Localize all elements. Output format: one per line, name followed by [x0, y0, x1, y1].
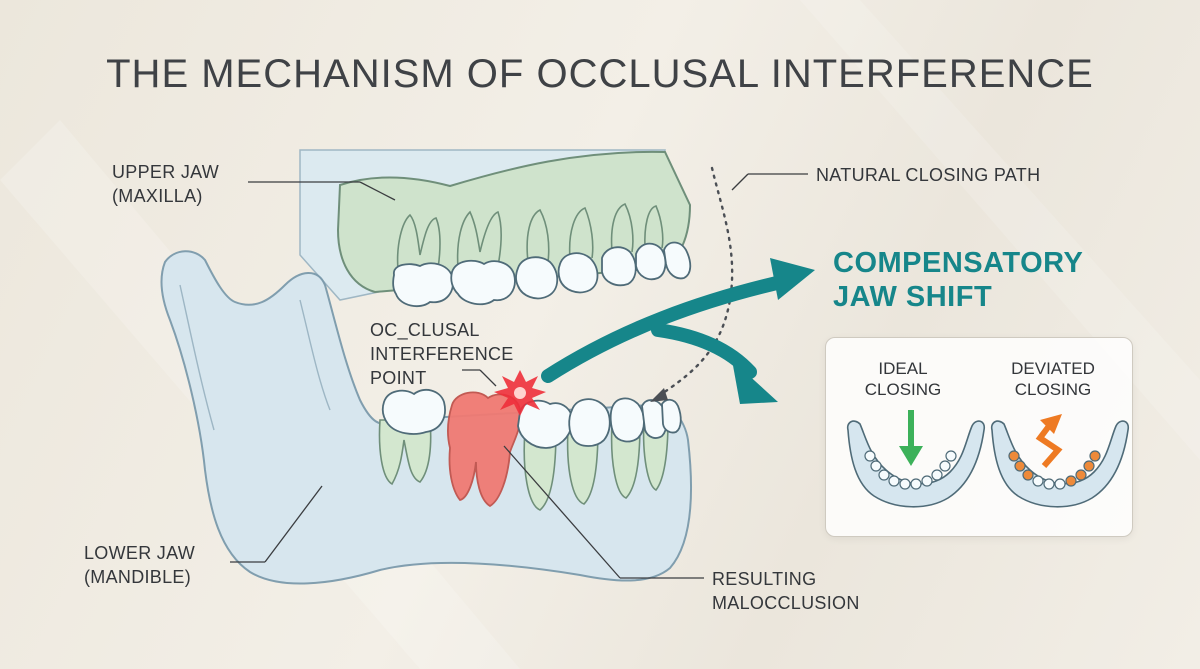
- deviated-zigzag-arrow: [1035, 420, 1063, 468]
- compensatory-arrow-lower: [651, 323, 757, 379]
- deviated-label-line: DEVIATED: [1011, 359, 1095, 378]
- lower-jaw-label-line: (MANDIBLE): [84, 567, 192, 587]
- ideal-label-line: CLOSING: [864, 380, 942, 399]
- ideal-closing-label: IDEAL CLOSING: [838, 358, 968, 400]
- upper-jaw-label: UPPER JAW (MAXILLA): [112, 160, 219, 208]
- compensatory-label-line: COMPENSATORY: [833, 247, 1084, 279]
- lower-tooth-crowns: [381, 388, 682, 449]
- lower-jaw-label-line: LOWER JAW: [84, 543, 196, 563]
- ideal-down-arrow-icon: [899, 446, 923, 466]
- deviated-label-line: CLOSING: [1014, 380, 1092, 399]
- deviated-teeth: [1008, 450, 1101, 490]
- compensatory-label-line: JAW SHIFT: [833, 281, 993, 313]
- compensatory-arrowhead-upper-icon: [770, 258, 815, 300]
- jaw-contour: [299, 299, 331, 411]
- jaw-contour: [179, 284, 215, 431]
- leader-lines: [230, 173, 808, 579]
- ideal-label-line: IDEAL: [878, 359, 928, 378]
- lower-jaw-bone: [160, 250, 692, 585]
- deviated-arrowhead-icon: [1040, 414, 1062, 434]
- closing-comparison-inset: IDEAL CLOSING DEVIATED CLOSING: [825, 337, 1133, 537]
- malocclusion-label: RESULTING MALOCCLUSION: [712, 567, 860, 615]
- page-title: THE MECHANISM OF OCCLUSAL INTERFERENCE: [106, 52, 1094, 96]
- natural-closing-path-label: NATURAL CLOSING PATH: [816, 165, 1041, 185]
- compensatory-arrowhead-lower-icon: [732, 360, 778, 404]
- interference-label-line: POINT: [370, 368, 427, 388]
- ideal-jaw-icon: [846, 420, 986, 508]
- upper-jaw-label-line: (MAXILLA): [112, 186, 203, 206]
- compensatory-jaw-shift-label: COMPENSATORY JAW SHIFT: [833, 246, 1083, 314]
- interference-tooth: [446, 391, 522, 508]
- ideal-teeth: [864, 450, 957, 490]
- upper-tooth-crowns: [392, 241, 692, 308]
- compensatory-arrow-upper: [541, 273, 797, 383]
- malocclusion-label-line: RESULTING: [712, 569, 817, 589]
- lower-tooth-roots: [378, 419, 669, 511]
- interference-label-line: OC_CLUSAL: [370, 320, 480, 340]
- closing-path-arrowhead-icon: [650, 388, 668, 402]
- inset-illustrations: [846, 410, 1130, 508]
- interference-point-label: OC_CLUSAL INTERFERENCE POINT: [370, 318, 514, 390]
- deviated-jaw-icon: [990, 420, 1130, 508]
- interference-label-line: INTERFERENCE: [370, 344, 514, 364]
- lower-jaw-label: LOWER JAW (MANDIBLE): [84, 541, 195, 589]
- upper-tooth-roots: [396, 202, 664, 271]
- malocclusion-label-line: MALOCCLUSION: [712, 593, 860, 613]
- upper-jaw-label-line: UPPER JAW: [112, 162, 220, 182]
- natural-closing-path: [653, 166, 734, 400]
- burst-core: [514, 387, 526, 399]
- deviated-closing-label: DEVIATED CLOSING: [988, 358, 1118, 400]
